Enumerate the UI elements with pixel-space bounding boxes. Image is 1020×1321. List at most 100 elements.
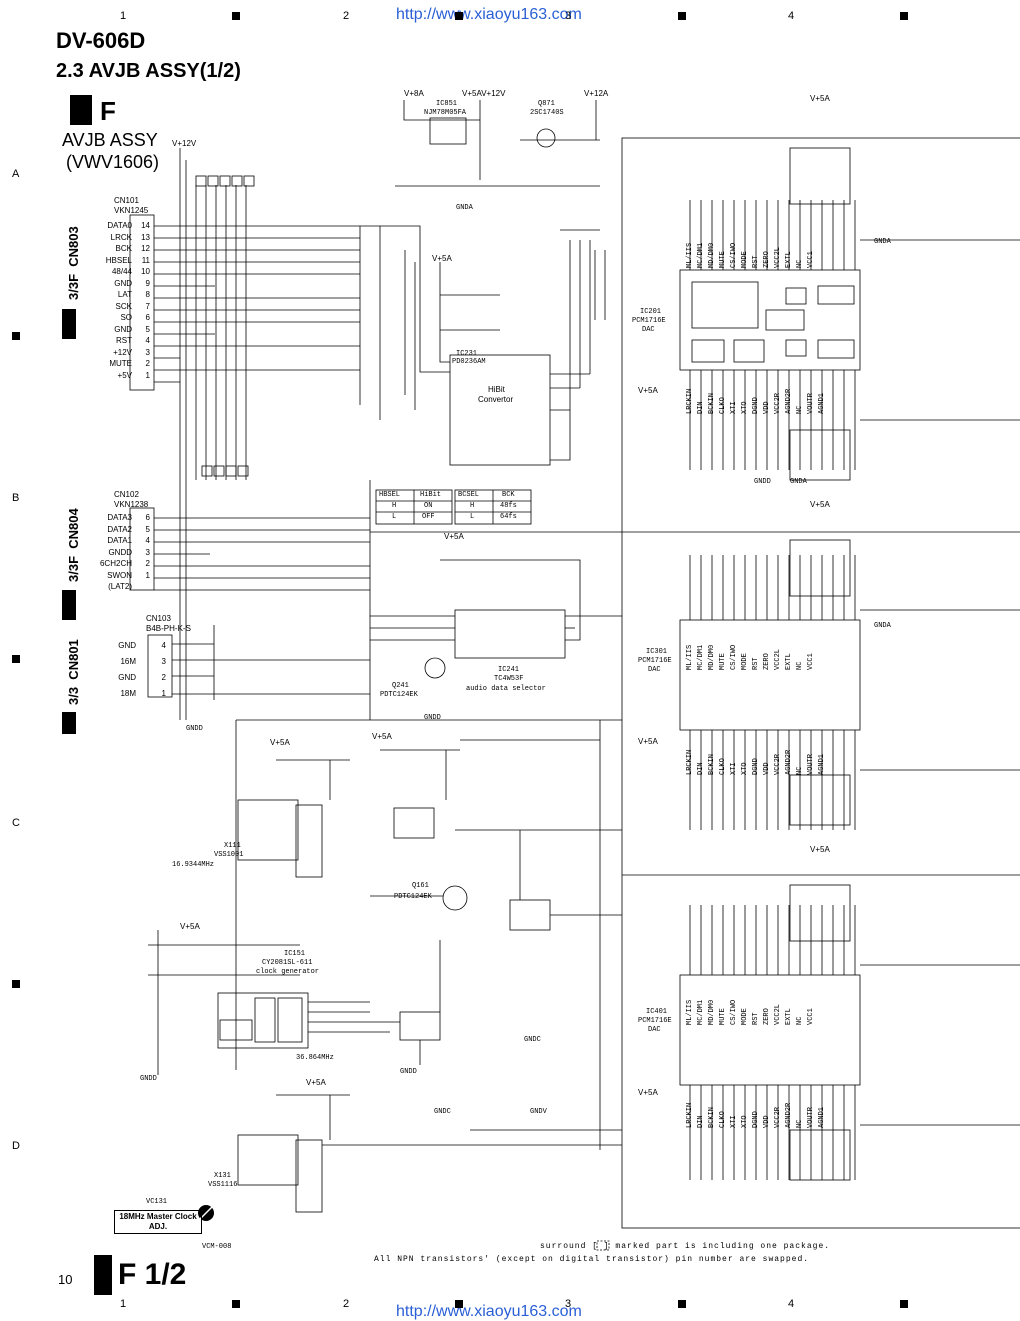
dac-pin-label: AGND2R [785,1102,793,1128]
cn801-pin: 16M [120,657,136,666]
crystal-16mhz: 16.9344MHz [172,861,215,869]
cn801-pin: GND [118,641,136,650]
ic151-part: CY2081SL-611 [262,959,313,967]
grid-marker [12,655,20,663]
ic231-subtitle: Convertor [478,395,514,404]
dac-pin-label: CS/IWO [730,644,738,670]
supply-v5a: V+5A [180,922,200,931]
assy-name: AVJB ASSY [62,130,158,150]
ic301-ref: IC301 [646,648,668,656]
q241-ref: Q241 [392,682,409,690]
q161-part: PDTC124EK [394,893,432,901]
cn804-pin: DATA1 [107,536,132,545]
sheet-i-icon [70,95,92,125]
dac-pin-label: MUTE [719,653,727,670]
dac1-bottom-pin-labels: LRCKIN DIN BCKIN CLKO XTI XTO DGND VDD V… [686,389,829,414]
cn801-label: CN801 [66,639,81,680]
model-title: DV-606D [56,28,146,53]
cn803-pin: GND [114,278,132,288]
dac-pin-label: DGND [752,397,760,414]
grid-marker [678,1300,686,1308]
dac3-pin-labels: ML/IIS MC/DM1 MD/DM0 MUTE CS/IWO MODE RS… [686,1000,818,1025]
dac-pin-label: MD/DM0 [708,242,716,268]
dac-pin-label: VCC2R [774,753,782,775]
bcsel-table-cell: 48fs [500,502,517,510]
section-title: 2.3 AVJB ASSY(1/2) [56,60,241,82]
cn804-part: CN102 [114,490,139,499]
footnote-npn: All NPN transistors' (except on digital … [374,1255,810,1264]
pin-number: 3 [145,547,150,557]
pin-number: 1 [145,370,150,380]
ic241-part: TC4W53F [494,675,524,683]
dac-pin-label: MC/DM1 [697,644,705,670]
bcsel-table-header-1: BCSEL [458,491,480,499]
cn801-part-no: B4B-PH-K-S [146,624,191,633]
ic401-part: PCM1716E [638,1017,672,1025]
q871-ref: Q871 [538,100,555,108]
grid-col-1: 1 [120,10,127,22]
dac-pin-label: XTO [741,762,749,775]
hibit-table-header-1: HBSEL [379,491,401,499]
ic151-desc: clock generator [256,968,320,976]
dac-pin-label: NC [796,1016,804,1025]
dac3-bottom-pin-labels: LRCKIN DIN BCKIN CLKO XTI XTO DGND VDD V… [686,1103,829,1128]
cn803-pin: +12V [113,347,132,357]
cn801-pin: 18M [120,689,136,698]
grid-marker [455,1300,463,1308]
dac-pin-label: AGND2R [785,749,793,775]
gnda-label: GNDA [456,204,473,212]
dac-pin-label: CS/IWO [730,999,738,1025]
dac-pin-label: EXTL [785,251,793,268]
ic301-type: DAC [648,666,661,674]
cn803-pin: LRCK [110,232,132,242]
dac-pin-label: ZERO [763,1008,771,1025]
hibit-table-cell: L [392,513,397,521]
grid-marker [455,12,463,20]
pin-number: 5 [145,524,150,534]
cn803-pin: HBSEL [105,255,132,265]
cn804-ref-text: 3/3F [66,555,81,582]
grid-col-4-bottom: 4 [788,1298,795,1310]
ic241-desc: audio data selector [466,685,546,693]
top-url-link[interactable]: http://www.xiaoyu163.com [396,6,582,23]
dac-pin-label: EXTL [785,653,793,670]
gndd-label: GNDD [140,1075,157,1083]
dac-pin-label: VCC2R [774,1106,782,1128]
dac-pin-label: VOUTR [807,392,815,414]
sheet-h-icon [62,590,76,620]
cn803-pin: +5V [117,370,132,380]
dac-pin-label: RST [752,657,760,670]
dac-pin-label: AGND1 [818,1106,826,1128]
cn804-pin: DATA3 [107,513,132,522]
ic241-ref: IC241 [498,666,520,674]
supply-v12a: V+12A [584,89,609,98]
ic151-ref: IC151 [284,950,306,958]
supply-v5a: V+5A [270,738,290,747]
cn804-label: CN804 [66,508,81,549]
cn803-pin: SO [120,313,132,322]
pin-number: 4 [145,336,150,345]
ic201-type: DAC [642,326,655,334]
cn803-label: CN803 [66,226,81,267]
dac-pin-label: NC [796,766,804,775]
cn801-pin: GND [118,673,136,682]
dac-pin-label: NC [796,405,804,414]
pin-number: 13 [141,232,150,242]
pin-number: 8 [145,290,150,299]
cn804-part-no: VKN1238 [114,500,149,509]
bottom-url-link[interactable]: http://www.xiaoyu163.com [396,1303,582,1320]
cn803-ref: 3/3F CN803 [66,226,81,300]
x131-part: VSS1116 [208,1181,238,1189]
dac-pin-label: VDD [763,401,771,414]
supply-v5a: V+5A [432,254,452,263]
dac-pin-label: VCC1 [807,251,815,268]
dac-pin-label: LRCKIN [686,749,694,775]
dac-pin-label: VDD [763,1115,771,1128]
cn804-pin: SWON [107,570,132,580]
cn804-ref: 3/3F CN804 [66,508,81,582]
gndd-label: GNDD [754,478,771,486]
vc131-ref: VC131 [146,1198,168,1206]
dac-pin-label: RST [752,255,760,268]
q241-part: PDTC124EK [380,691,418,699]
supply-v5a: V+5A [638,737,658,746]
